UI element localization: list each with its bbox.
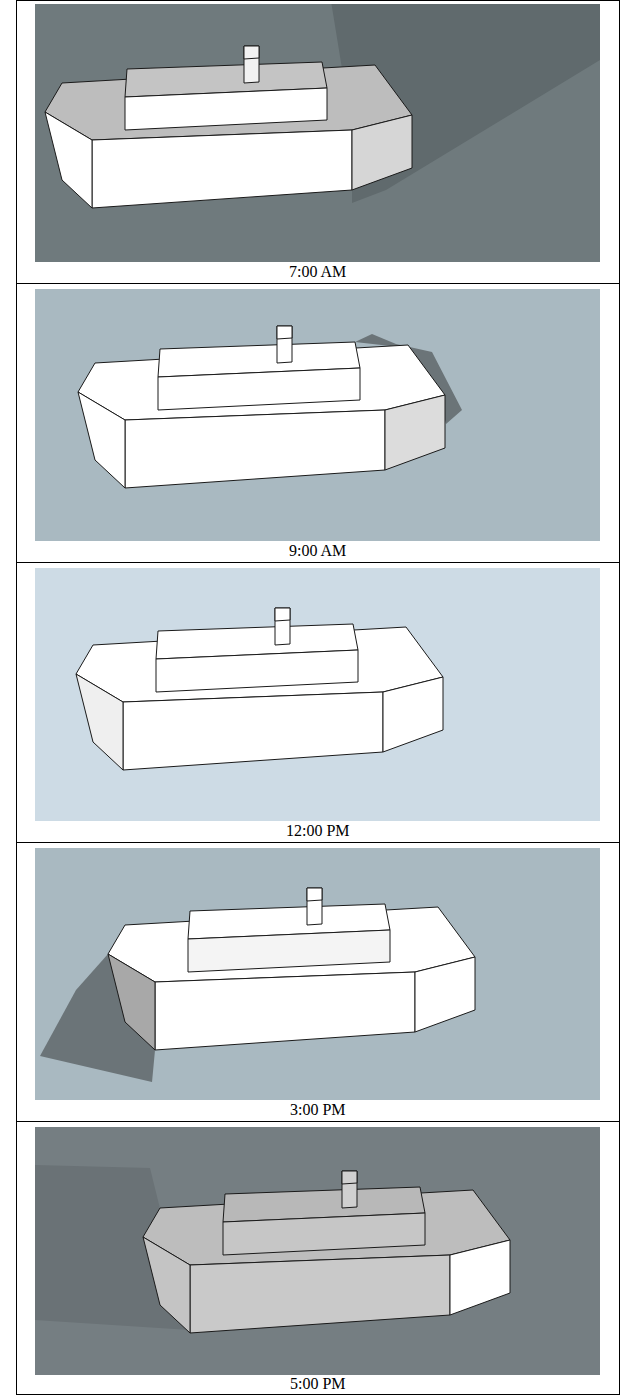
panel-image: [35, 1127, 600, 1375]
boat-shadow: [40, 954, 155, 1082]
boat-face: [385, 395, 445, 470]
boat-face: [415, 957, 475, 1032]
boat-face: [143, 1237, 190, 1333]
time-caption: 7:00 AM: [285, 263, 350, 281]
water-ground: [35, 1127, 600, 1375]
boat-face: [223, 1213, 425, 1255]
boat-face: [342, 1171, 357, 1208]
row-divider: [16, 1121, 620, 1122]
panel-image: [35, 568, 600, 821]
boat-face: [125, 410, 385, 488]
boat-face: [275, 608, 290, 645]
time-caption: 9:00 AM: [285, 542, 350, 560]
boat-face: [123, 692, 383, 770]
boat-face: [125, 88, 327, 130]
boat-face: [277, 326, 292, 363]
boat-face: [156, 650, 358, 692]
panel-image: [35, 289, 600, 541]
boat-model: [45, 46, 412, 208]
panel-image: [35, 848, 600, 1100]
row-divider: [16, 283, 620, 284]
boat-face: [342, 1171, 357, 1184]
boat-face: [76, 674, 123, 770]
boat-face: [45, 112, 92, 208]
time-caption: 5:00 PM: [286, 1375, 350, 1393]
table-frame: [16, 1, 620, 1395]
water-ground: [35, 848, 600, 1100]
boat-face: [188, 930, 390, 972]
water-ground: [35, 568, 600, 821]
boat-face: [92, 130, 352, 208]
boat-face: [275, 608, 290, 621]
boat-model: [76, 608, 443, 770]
panel-image: [35, 4, 600, 262]
boat-face: [277, 326, 292, 339]
boat-face: [383, 677, 443, 752]
boat-face: [190, 1255, 450, 1333]
boat-face: [352, 115, 412, 190]
boat-face: [244, 46, 259, 83]
boat-face: [158, 368, 360, 410]
time-caption: 12:00 PM: [282, 822, 354, 840]
boat-face: [108, 954, 155, 1050]
boat-face: [244, 46, 259, 59]
boat-face: [307, 888, 322, 901]
row-divider: [16, 842, 620, 843]
boat-model: [143, 1171, 510, 1333]
boat-face: [307, 888, 322, 925]
boat-model: [78, 326, 445, 488]
table-border: [17, 1, 620, 1395]
row-divider: [16, 562, 620, 563]
boat-model: [108, 888, 475, 1050]
water-ground: [35, 289, 600, 541]
boat-face: [155, 972, 415, 1050]
boat-face: [78, 392, 125, 488]
time-caption: 3:00 PM: [286, 1101, 350, 1119]
boat-face: [450, 1240, 510, 1315]
